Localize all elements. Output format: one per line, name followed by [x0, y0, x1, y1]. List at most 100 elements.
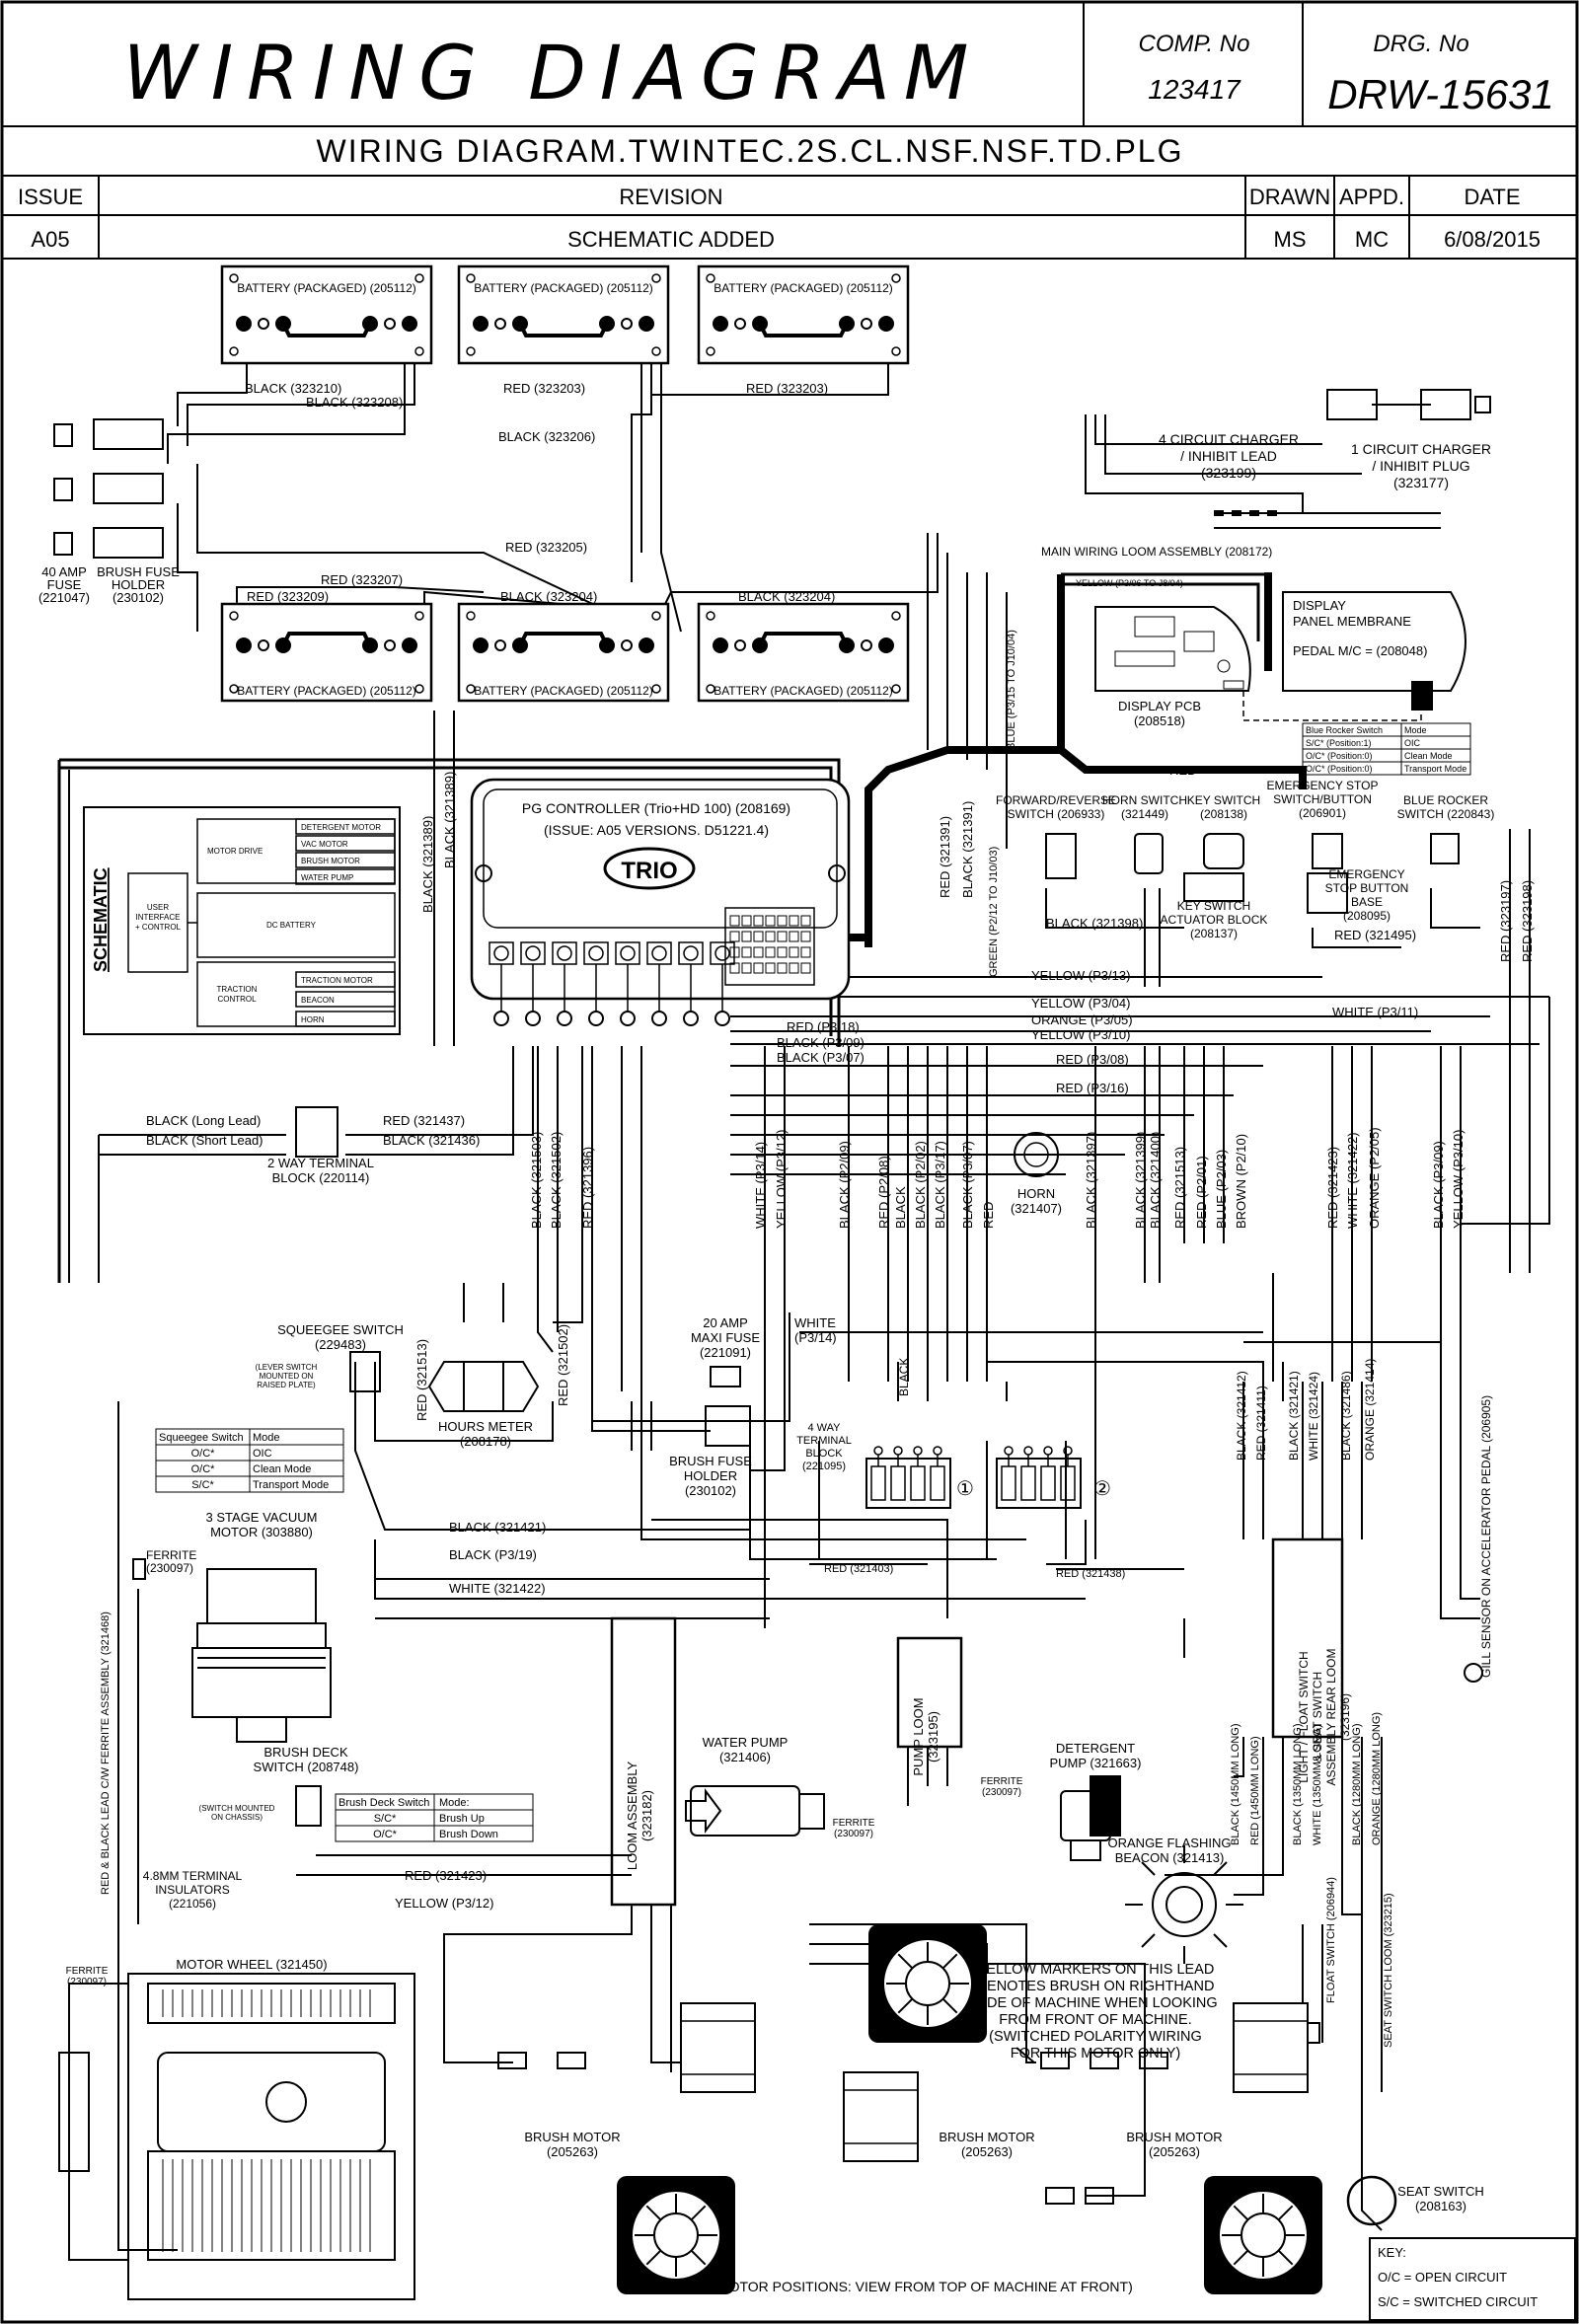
wire-label: YELLOW (P3/04)	[1031, 996, 1130, 1011]
issue-value: A05	[31, 227, 69, 252]
wire-label: BLACK	[893, 1186, 908, 1229]
wire-label: BLACK (P3/07)	[777, 1050, 865, 1065]
schematic-title: SCHEMATIC	[91, 867, 111, 972]
wire-label: RED (321423)	[1325, 1147, 1340, 1229]
key-oc: O/C = OPEN CIRCUIT	[1378, 2270, 1507, 2285]
wire-label: BLACK (321399)	[1133, 1132, 1148, 1229]
wire-label: RED (P3/18)	[787, 1019, 860, 1034]
wire-label: RED	[981, 1202, 996, 1229]
table-cell: OIC	[253, 1448, 272, 1460]
wire-label: RED (P3/16)	[1056, 1081, 1129, 1095]
wire-label: RED (P2/01)	[1194, 1156, 1209, 1229]
trio-logo	[603, 847, 696, 890]
table-cell: OIC	[1404, 738, 1421, 748]
brush-motor-right	[1233, 2002, 1309, 2093]
wire-label: WHITE (321424)	[1307, 1372, 1320, 1461]
seat-switch	[1346, 2175, 1397, 2226]
brush-gearbox-left	[617, 2176, 735, 2294]
horn-label: HORN(321407)	[1011, 1186, 1062, 1216]
wire-label: ORANGE (P2/05)	[1367, 1127, 1382, 1229]
wire-label: YELLOW (P3/13)	[1031, 968, 1130, 983]
wire-label: WHITE (P3/14)	[753, 1142, 768, 1229]
wire-label: WHITE (P3/11)	[1332, 1005, 1418, 1019]
wire-label: BLACK (1350MM LONG)	[1292, 1724, 1304, 1845]
brush-motor-label: BRUSH MOTOR(205263)	[524, 2130, 620, 2159]
table-cell: S/C*	[374, 1813, 397, 1825]
table-cell: Clean Mode	[253, 1463, 311, 1475]
wire-label: YELLOW (P3/12)	[395, 1896, 493, 1911]
wire-label: BLACK (321412)	[1235, 1371, 1248, 1461]
two-way-terminal-block	[295, 1106, 338, 1158]
wire-label: BLACK (P3/19)	[449, 1547, 537, 1562]
float-switch-label: FLOAT SWITCH (206944)	[1325, 1877, 1337, 2003]
wire-label: RED (321513)	[414, 1339, 429, 1421]
battery-label: BATTERY (PACKAGED) (205112)	[237, 281, 416, 295]
pump-loom-label: PUMP LOOM(323195)	[911, 1697, 940, 1775]
wire-label: ORANGE (1280MM LONG)	[1371, 1712, 1383, 1845]
wire-label: RED (321391)	[938, 816, 952, 898]
issue-header: ISSUE	[18, 185, 83, 209]
display-pcb	[1094, 606, 1251, 692]
wire-label: BLACK (P3/17)	[933, 1141, 947, 1229]
ferrite	[132, 1558, 146, 1580]
seat-switch-loom-label: SEAT SWITCH LOOM (323215)	[1383, 1893, 1394, 2048]
wire-label: BLACK (323204)	[738, 589, 835, 604]
wire-label: RED (321396)	[580, 1147, 595, 1229]
switch-symbols	[1045, 833, 1460, 914]
wire-label: RED (323203)	[503, 381, 585, 396]
wire-label: WHITE (1350MM LONG)	[1312, 1724, 1323, 1845]
wire-label: RED (1450MM LONG)	[1249, 1736, 1261, 1845]
wire-label: BLACK (323204)	[500, 589, 597, 604]
schematic-output-label: DETERGENT MOTOR	[301, 823, 381, 832]
table-cell: O/C*	[191, 1448, 216, 1460]
battery-label: BATTERY (PACKAGED) (205112)	[474, 281, 653, 295]
schematic-output-label: VAC MOTOR	[301, 840, 348, 849]
table-cell: S/C* (Position:1)	[1306, 738, 1372, 748]
main-loom-label: MAIN WIRING LOOM ASSEMBLY (208172)	[1041, 545, 1272, 559]
wire-label: RED	[1169, 763, 1196, 778]
wire-label: BLACK (P3/07)	[960, 1141, 975, 1229]
battery: BATTERY (PACKAGED) (205112)	[457, 602, 670, 703]
brush-motor-label: BRUSH MOTOR(205263)	[939, 2130, 1034, 2159]
blue-lead-label: BLUE (P3/15 TO J10/04)	[1006, 630, 1017, 750]
wire-label: BLACK (321486)	[1339, 1371, 1353, 1461]
brush-motor-label: BRUSH MOTOR(205263)	[1126, 2130, 1222, 2159]
brush-gearbox-right	[1204, 2176, 1322, 2294]
wire-label: WHITE (321422)	[1345, 1132, 1360, 1229]
long-wire-labels: BLACK (1450MM LONG)RED (1450MM LONG)BLAC…	[1230, 1712, 1383, 1845]
table-cell: O/C* (Position:0)	[1306, 751, 1373, 761]
main-loom-harness	[790, 572, 1307, 947]
drawing-subtitle: WIRING DIAGRAM.TWINTEC.2S.CL.NSF.NSF.TD.…	[317, 133, 1184, 169]
wire-label: BLACK	[897, 1358, 911, 1396]
white-p314-label: WHITE(P3/14)	[794, 1315, 837, 1345]
wire-label: BLACK (Short Lead)	[146, 1133, 263, 1148]
yellow-lead-label: YELLOW (P3/06 TO J8/04)	[1076, 578, 1183, 588]
controller-issue: (ISSUE: A05 VERSIONS. D51221.4)	[544, 822, 769, 838]
table-cell: S/C*	[191, 1479, 214, 1491]
wire-label: BLACK (P3/09)	[777, 1035, 865, 1050]
orange-flashing-beacon	[1152, 1872, 1217, 1937]
wire-label: YELLOW (P3/10)	[1451, 1130, 1466, 1229]
drawn-header: DRAWN	[1249, 185, 1330, 209]
battery-label: BATTERY (PACKAGED) (205112)	[714, 684, 893, 698]
wire-label: BLUE (P2/03)	[1214, 1150, 1229, 1229]
one-circuit-charger-label: 1 CIRCUIT CHARGER/ INHIBIT PLUG(323177)	[1351, 441, 1491, 490]
battery: BATTERY (PACKAGED) (205112)	[697, 264, 910, 365]
wire-label: ORANGE (321414)	[1363, 1359, 1377, 1461]
controller-name: PG CONTROLLER (Trio+HD 100) (208169)	[522, 800, 790, 816]
light-float-seat-assembly	[1271, 1537, 1344, 1739]
battery-bank: BATTERY (PACKAGED) (205112) BATTERY (PACK…	[220, 264, 910, 703]
loom-assembly	[610, 1616, 677, 1907]
